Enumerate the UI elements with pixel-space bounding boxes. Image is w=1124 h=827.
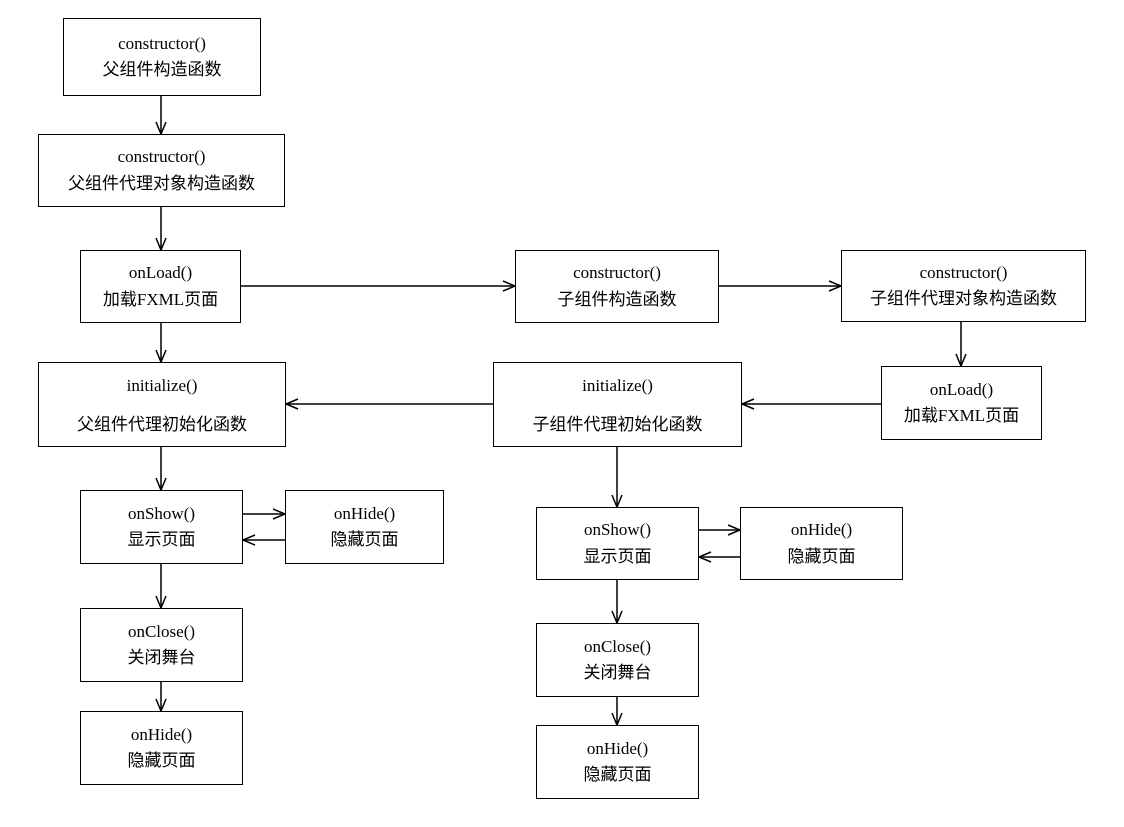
node-desc: 关闭舞台 bbox=[127, 648, 196, 667]
node-parent-onshow: onShow() 显示页面 bbox=[80, 490, 243, 564]
node-title: initialize() bbox=[582, 376, 653, 395]
node-desc: 显示页面 bbox=[583, 546, 652, 566]
node-desc: 父组件构造函数 bbox=[102, 60, 222, 79]
node-desc: 隐藏页面 bbox=[127, 751, 196, 770]
node-desc: 加载FXML页面 bbox=[903, 406, 1020, 425]
node-title: constructor() bbox=[118, 33, 206, 53]
node-desc: 加载FXML页面 bbox=[102, 289, 219, 309]
node-title: onHide() bbox=[333, 503, 396, 523]
node-title: onShow() bbox=[583, 520, 652, 540]
node-child-onload: onLoad() 加载FXML页面 bbox=[881, 366, 1042, 440]
node-child-onhide: onHide() 隐藏页面 bbox=[536, 725, 699, 799]
node-parent-onhide: onHide() 隐藏页面 bbox=[80, 711, 243, 785]
node-title: onLoad() bbox=[929, 379, 994, 399]
node-title: constructor() bbox=[919, 262, 1008, 282]
node-parent-onhide-side: onHide() 隐藏页面 bbox=[285, 490, 444, 564]
node-title: onHide() bbox=[586, 738, 649, 758]
node-parent-onclose: onClose() 关闭舞台 bbox=[80, 608, 243, 682]
node-title: onShow() bbox=[127, 503, 196, 523]
node-child-onshow: onShow() 显示页面 bbox=[536, 507, 699, 580]
node-desc: 子组件代理初始化函数 bbox=[532, 414, 703, 434]
node-child-constructor: constructor() 子组件构造函数 bbox=[515, 250, 719, 323]
node-desc: 父组件代理初始化函数 bbox=[77, 414, 247, 434]
node-child-proxy-constructor: constructor() 子组件代理对象构造函数 bbox=[841, 250, 1086, 322]
node-desc: 隐藏页面 bbox=[330, 530, 399, 549]
node-desc: 隐藏页面 bbox=[787, 546, 856, 566]
node-parent-proxy-constructor: constructor() 父组件代理对象构造函数 bbox=[38, 134, 285, 207]
node-desc: 父组件代理对象构造函数 bbox=[68, 173, 255, 193]
node-parent-constructor: constructor() 父组件构造函数 bbox=[63, 18, 261, 96]
node-parent-onload: onLoad() 加载FXML页面 bbox=[80, 250, 241, 323]
node-title: onHide() bbox=[130, 724, 193, 744]
node-desc: 显示页面 bbox=[127, 530, 196, 549]
node-title: onHide() bbox=[790, 520, 853, 540]
node-title: onLoad() bbox=[128, 263, 193, 283]
node-title: onClose() bbox=[127, 621, 196, 641]
node-title: constructor() bbox=[573, 263, 661, 283]
node-desc: 隐藏页面 bbox=[583, 765, 652, 784]
node-title: initialize() bbox=[126, 376, 198, 395]
node-child-initialize: initialize() 子组件代理初始化函数 bbox=[493, 362, 742, 447]
node-desc: 子组件构造函数 bbox=[557, 289, 677, 309]
node-child-onclose: onClose() 关闭舞台 bbox=[536, 623, 699, 697]
node-title: onClose() bbox=[583, 636, 652, 656]
node-desc: 子组件代理对象构造函数 bbox=[870, 289, 1057, 308]
node-desc: 关闭舞台 bbox=[583, 663, 652, 682]
node-title: constructor() bbox=[117, 147, 206, 167]
node-child-onhide-side: onHide() 隐藏页面 bbox=[740, 507, 903, 580]
node-parent-initialize: initialize() 父组件代理初始化函数 bbox=[38, 362, 286, 447]
